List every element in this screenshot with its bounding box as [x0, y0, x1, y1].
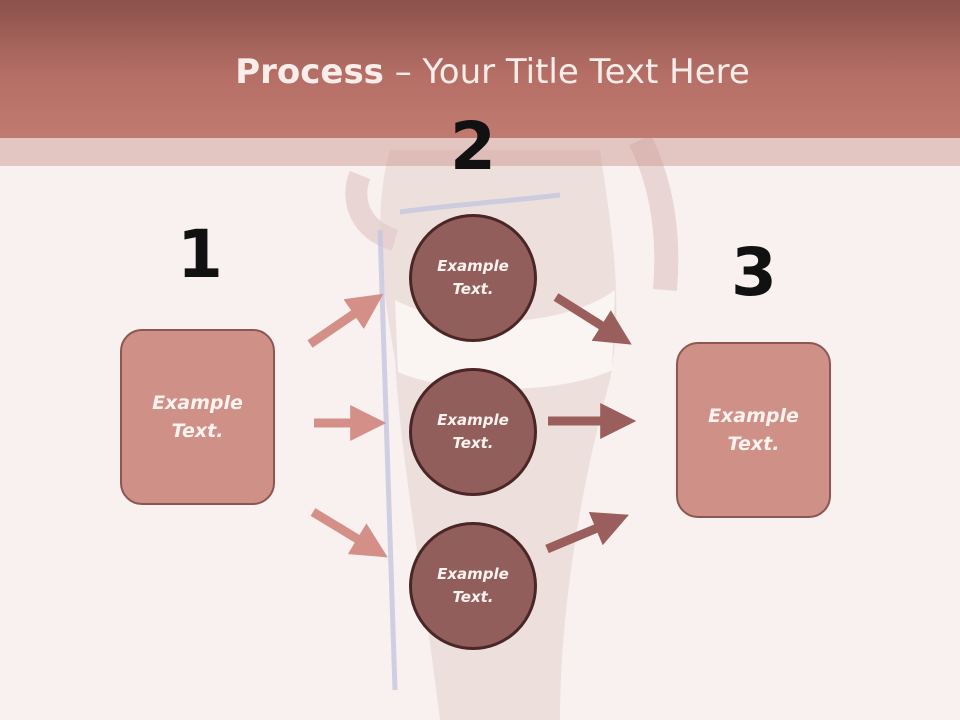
- circle-middle-line1: Example: [437, 410, 509, 429]
- arrow-right-down: [553, 293, 632, 345]
- circle-top-line2: Text.: [452, 280, 494, 298]
- circle-middle-line2: Text.: [452, 434, 494, 452]
- arrow-right-up: [545, 512, 629, 554]
- circle-bottom-line2: Text.: [452, 588, 494, 606]
- circle-bottom-line1: Example: [437, 564, 509, 583]
- box-3-line2: Text.: [727, 433, 780, 455]
- box-1-line1: Example: [152, 391, 243, 414]
- title-bold: Process: [235, 52, 384, 92]
- title-bar: [0, 0, 960, 138]
- circle-top-line1: Example: [437, 256, 509, 275]
- arrow-left-up: [307, 293, 384, 348]
- step-number-2: 2: [450, 108, 496, 185]
- box-1-line2: Text.: [171, 420, 224, 442]
- page-title: Process – Your Title Text Here: [0, 52, 960, 92]
- step-number-1: 1: [177, 216, 223, 293]
- box-3-line1: Example: [708, 404, 799, 427]
- title-rest: – Your Title Text Here: [383, 52, 750, 92]
- step-number-3: 3: [731, 234, 777, 311]
- arrow-left-down: [310, 508, 388, 558]
- title-bar-band: [0, 138, 960, 166]
